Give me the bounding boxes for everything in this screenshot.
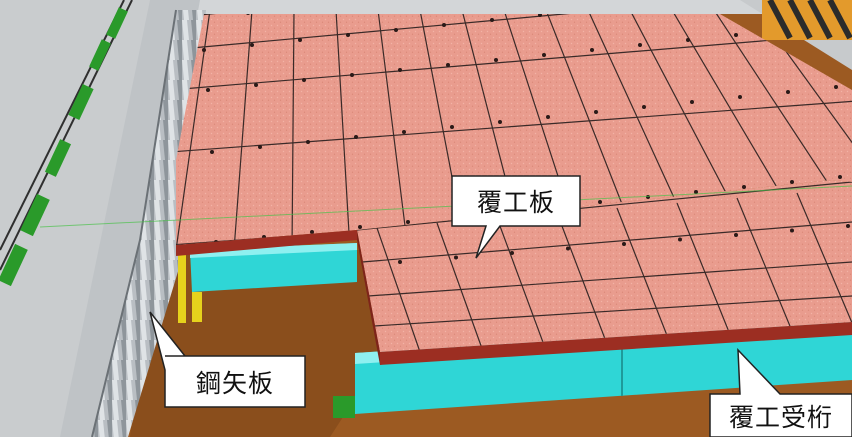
girder-support (333, 396, 355, 418)
callout-bubble-pile (149, 311, 306, 408)
support-post (178, 255, 186, 323)
deck-edge-front (380, 322, 852, 365)
deck-edge-upper (176, 230, 357, 256)
callout-bubble-girder (709, 348, 852, 437)
callout-bubble-deck (451, 175, 581, 259)
label-deck-plate: 覆工板 (476, 188, 555, 217)
sheet-pile-wall (92, 10, 206, 437)
guard-rail (0, 0, 133, 287)
label-receiving-girder: 覆工受桁 (728, 402, 833, 432)
label-steel-sheet-pile: 鋼矢板 (195, 368, 274, 398)
girder-front (355, 320, 852, 414)
